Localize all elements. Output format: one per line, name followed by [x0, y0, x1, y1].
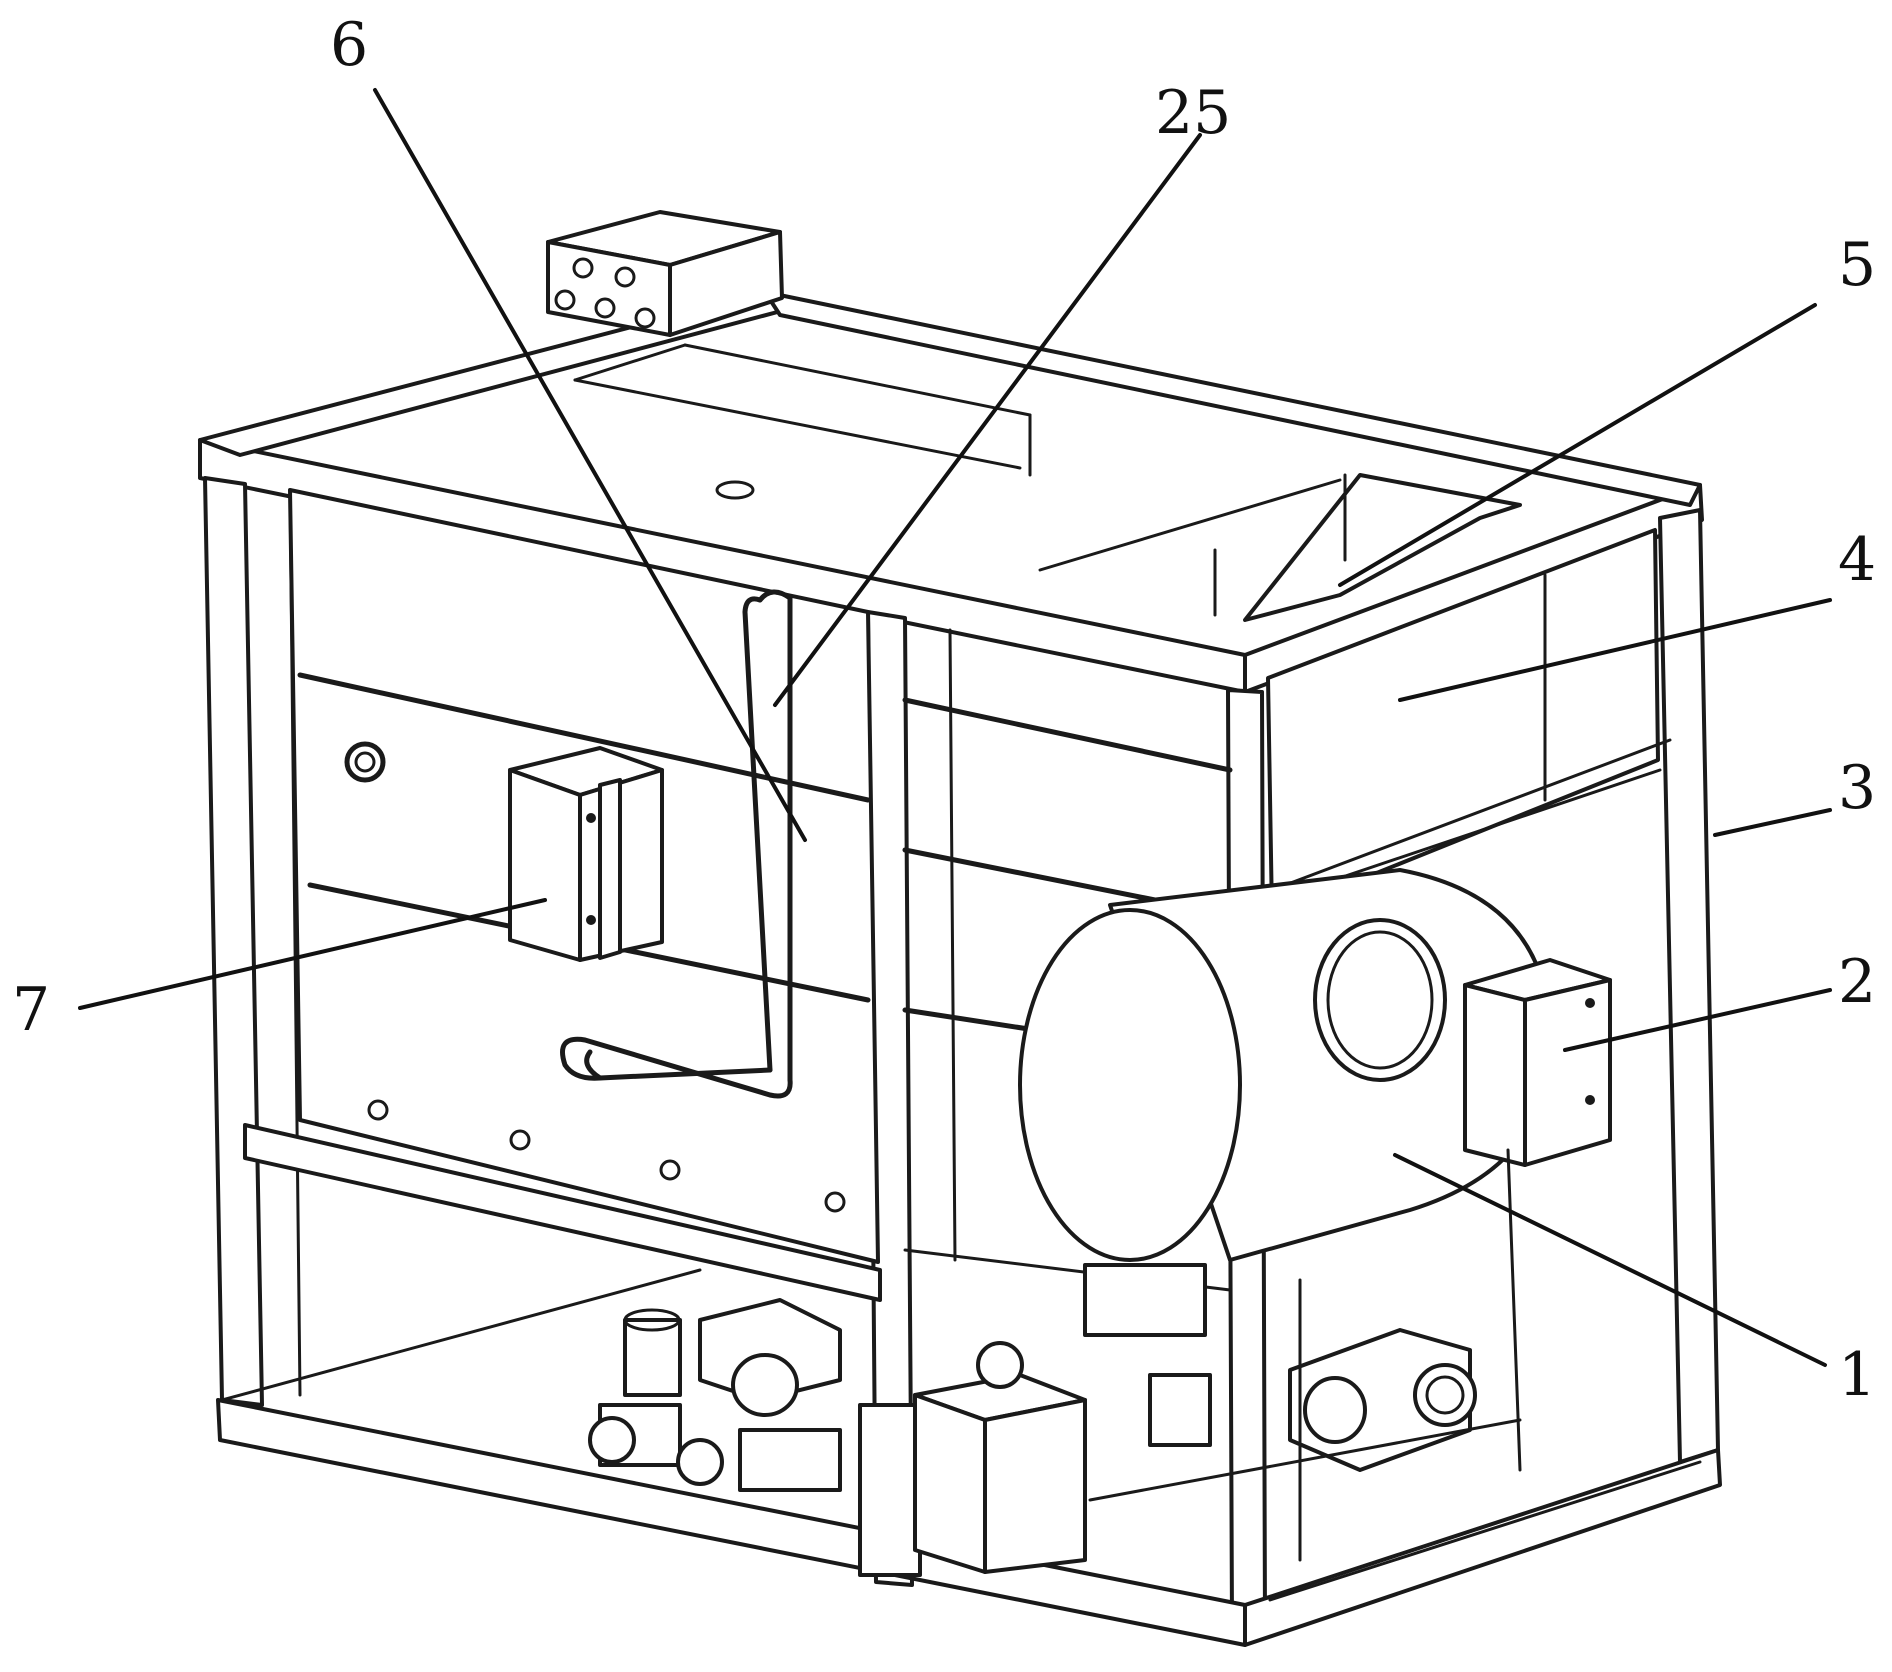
leader-7: [78, 898, 547, 1010]
leader-5: [1338, 303, 1817, 587]
callout-4: 4: [1838, 525, 1876, 595]
callout-2: 2: [1838, 947, 1876, 1017]
top-control-box: [546, 210, 784, 337]
callout-3: 3: [1838, 753, 1876, 823]
leader-4: [1398, 598, 1832, 702]
cylinder: [1018, 868, 1553, 1262]
pipe: [560, 589, 793, 1099]
right-upper-tank: [1038, 473, 1672, 917]
leader-2: [1563, 988, 1832, 1052]
callout-labels: 6 25 5 4 3 2 1 7: [12, 10, 1876, 1410]
callout-1: 1: [1838, 1340, 1876, 1410]
bottom-equipment: [588, 1148, 1522, 1577]
leader-25: [773, 133, 1202, 707]
leader-1: [1393, 1153, 1827, 1367]
callout-7: 7: [12, 975, 50, 1045]
control-box-2: [1463, 958, 1612, 1167]
leader-lines: [78, 88, 1832, 1367]
leader-3: [1713, 808, 1832, 837]
callout-6: 6: [330, 10, 368, 80]
leader-6: [373, 88, 807, 842]
callout-25: 25: [1155, 78, 1231, 148]
control-box-7: [508, 746, 664, 962]
callout-5: 5: [1838, 230, 1876, 300]
